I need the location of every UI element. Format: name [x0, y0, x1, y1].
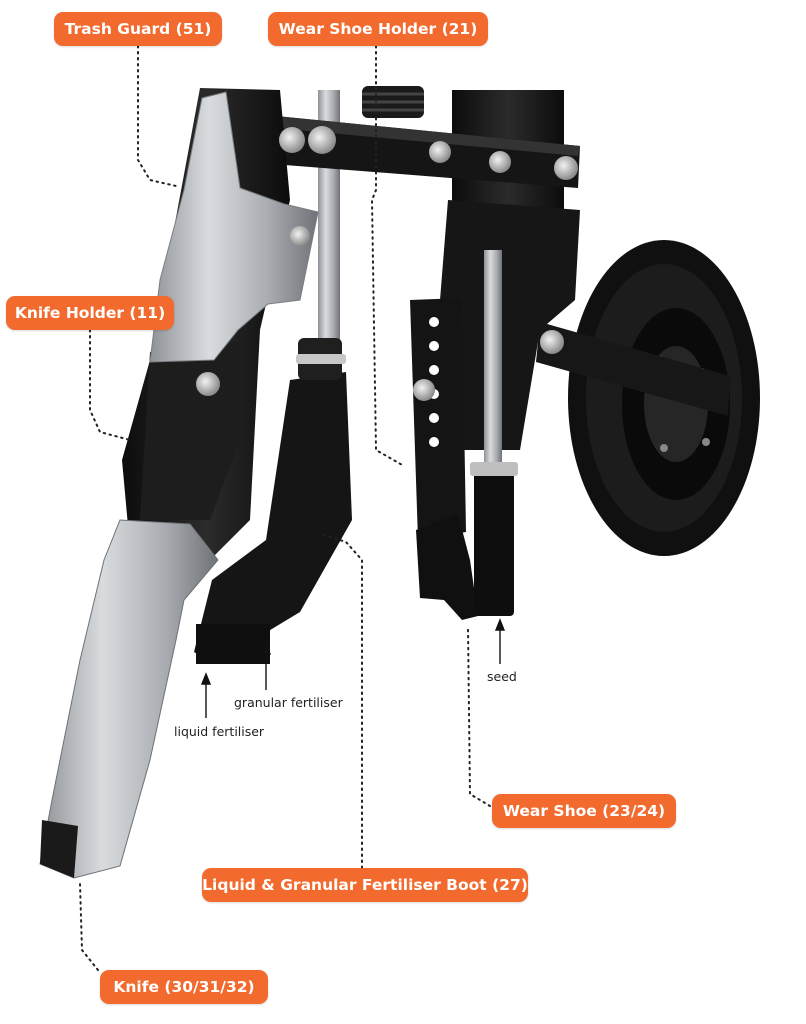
spring — [362, 86, 424, 118]
outlet-granular-fertiliser: granular fertiliser — [234, 695, 343, 710]
leader-wear-shoe — [467, 627, 491, 807]
label-trash-guard: Trash Guard (51) — [54, 12, 222, 46]
label-wear-shoe-holder: Wear Shoe Holder (21) — [268, 12, 488, 46]
wear-shoe — [416, 514, 478, 620]
outlet-arrows — [200, 618, 506, 718]
outlet-liquid-fertiliser: liquid fertiliser — [174, 724, 265, 739]
leader-knife-holder — [89, 329, 131, 441]
label-fertiliser-boot: Liquid & Granular Fertiliser Boot (27) — [202, 868, 528, 902]
wear-shoe-holder-plate — [410, 298, 466, 540]
seed-tube — [474, 470, 514, 616]
leader-fertiliser-boot — [321, 533, 363, 869]
label-knife-holder: Knife Holder (11) — [6, 296, 174, 330]
wheel-arm — [536, 322, 730, 416]
trash-guard — [149, 91, 319, 363]
leader-lines — [79, 45, 491, 971]
outlet-seed: seed — [487, 669, 517, 684]
leader-knife — [79, 883, 99, 971]
leader-trash-guard — [137, 45, 177, 187]
bolts — [196, 126, 578, 401]
leader-wear-shoe-holder — [370, 45, 405, 467]
fertiliser-boot — [194, 338, 352, 664]
trash-guard-bolt — [290, 226, 310, 246]
label-knife: Knife (30/31/32) — [100, 970, 268, 1004]
label-wear-shoe: Wear Shoe (23/24) — [492, 794, 676, 828]
knife — [39, 519, 219, 879]
